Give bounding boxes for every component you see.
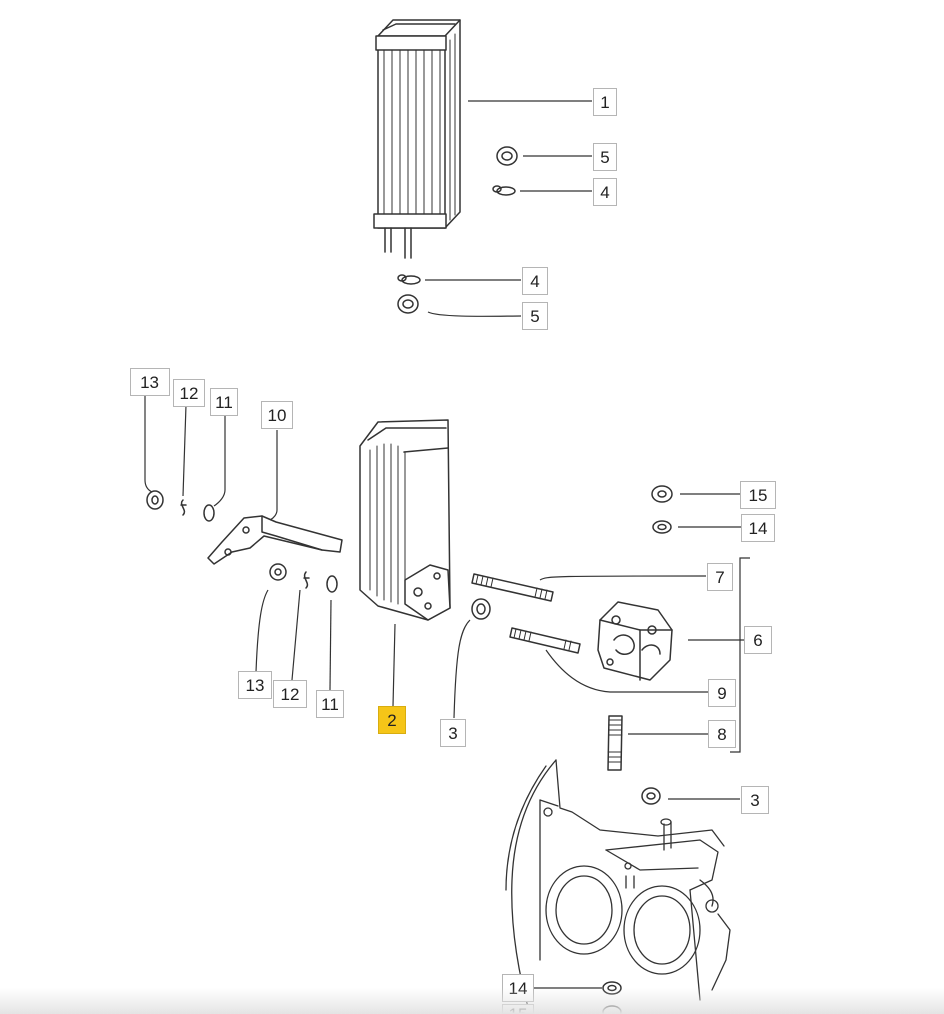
part-stud-7[interactable] <box>471 573 554 602</box>
part-seal-ring-lower[interactable] <box>397 294 419 314</box>
callout-part-4-lower[interactable]: 4 <box>522 267 548 295</box>
callout-part-15-bottom[interactable]: 15 <box>502 1004 534 1014</box>
part-washers-left-top[interactable] <box>146 490 215 522</box>
callout-part-10[interactable]: 10 <box>261 401 293 429</box>
callout-part-13-top[interactable]: 13 <box>130 368 170 396</box>
part-nut-3-lower[interactable] <box>641 787 661 805</box>
callout-part-12-top[interactable]: 12 <box>173 379 205 407</box>
callout-part-5-top[interactable]: 5 <box>593 143 617 171</box>
callout-part-5-lower[interactable]: 5 <box>522 302 548 330</box>
part-nut-15-bottom[interactable] <box>602 1005 622 1014</box>
leader-lines <box>144 100 750 989</box>
part-o-ring-lower[interactable] <box>397 274 421 285</box>
part-oil-cooler[interactable] <box>359 419 451 621</box>
part-nut-3[interactable] <box>471 598 491 620</box>
callout-part-7[interactable]: 7 <box>707 563 733 591</box>
callout-part-11-top[interactable]: 11 <box>210 388 238 416</box>
callout-part-2-highlighted[interactable]: 2 <box>378 706 406 734</box>
callout-part-14-bottom[interactable]: 14 <box>502 974 534 1002</box>
part-washer-14-bottom[interactable] <box>602 981 622 995</box>
part-oil-cooler-element[interactable] <box>373 19 461 259</box>
callout-part-9[interactable]: 9 <box>708 679 736 707</box>
part-adapter-housing[interactable] <box>597 601 673 681</box>
callout-part-6[interactable]: 6 <box>744 626 772 654</box>
part-nut-15-top[interactable] <box>651 485 673 503</box>
callout-part-14-top[interactable]: 14 <box>741 514 775 542</box>
engine-crankcase <box>505 759 731 1014</box>
part-bracket[interactable] <box>207 515 343 565</box>
callout-part-12-bottom[interactable]: 12 <box>273 680 307 708</box>
callout-part-1[interactable]: 1 <box>593 88 617 116</box>
callout-part-13-bottom[interactable]: 13 <box>238 671 272 699</box>
callout-part-3-lower[interactable]: 3 <box>741 786 769 814</box>
part-stud-8[interactable] <box>607 715 623 771</box>
part-washers-left-bottom[interactable] <box>269 563 338 593</box>
part-washer-14-top[interactable] <box>652 520 672 534</box>
callout-part-8[interactable]: 8 <box>708 720 736 748</box>
callout-part-15-top[interactable]: 15 <box>740 481 776 509</box>
part-seal-ring-top[interactable] <box>496 146 518 166</box>
callout-part-11-bottom[interactable]: 11 <box>316 690 344 718</box>
callout-part-4-top[interactable]: 4 <box>593 178 617 206</box>
part-stud-9[interactable] <box>509 627 581 654</box>
callout-part-3[interactable]: 3 <box>440 719 466 747</box>
part-o-ring-top[interactable] <box>492 185 516 196</box>
